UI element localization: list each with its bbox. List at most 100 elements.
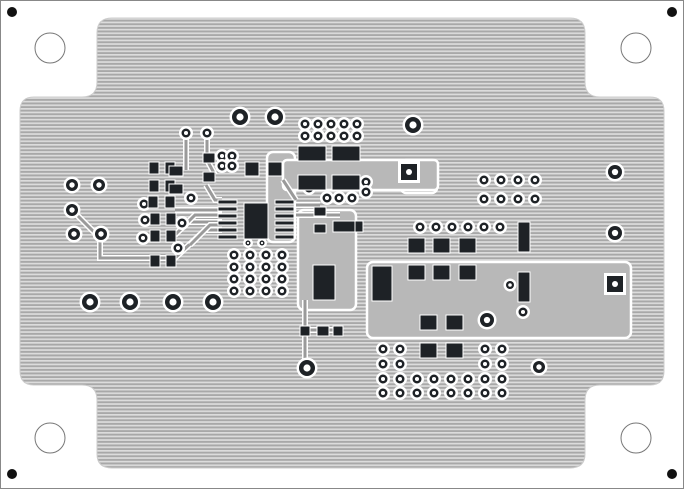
via-hole — [324, 195, 330, 201]
corner-marker-icon — [7, 7, 17, 17]
via-hole — [481, 224, 487, 230]
via-hole — [482, 346, 488, 352]
smd-pad — [517, 271, 531, 303]
smd-pad — [517, 221, 531, 253]
via-hole — [465, 390, 471, 396]
copper-island-outline — [365, 260, 633, 340]
trace — [281, 179, 298, 201]
via-hole — [71, 231, 77, 237]
via-hole — [363, 179, 369, 185]
smd-pad — [202, 171, 216, 183]
smd-pad — [217, 234, 238, 240]
via-hole — [328, 121, 334, 127]
smd-pad — [165, 229, 177, 243]
via-hole — [126, 298, 134, 306]
via-hole — [482, 361, 488, 367]
smd-pad — [458, 237, 477, 254]
via-hole — [433, 224, 439, 230]
corner-marker-icon — [667, 7, 677, 17]
via-hole — [271, 113, 279, 121]
smd-pad — [147, 195, 159, 209]
smd-pad — [445, 342, 464, 359]
via-hole — [204, 130, 210, 136]
via-hole — [263, 288, 269, 294]
via-hole — [431, 376, 437, 382]
via-hole — [414, 390, 420, 396]
via-hole — [417, 224, 423, 230]
via-hole — [349, 195, 355, 201]
via-hole — [247, 252, 253, 258]
mounting-hole-icon — [34, 422, 66, 454]
via-hole — [498, 177, 504, 183]
via-hole — [231, 276, 237, 282]
smd-pad — [217, 220, 238, 226]
via-hole — [499, 361, 505, 367]
smd-pad — [458, 264, 477, 281]
via-hole — [341, 121, 347, 127]
smd-pad — [354, 220, 364, 233]
smd-pad — [148, 179, 160, 193]
via-hole — [279, 264, 285, 270]
via-hole — [515, 177, 521, 183]
via-hole — [499, 390, 505, 396]
via-hole — [465, 224, 471, 230]
via-hole — [336, 195, 342, 201]
smd-pad — [165, 254, 177, 268]
via-hole — [497, 224, 503, 230]
corner-marker-icon — [7, 469, 17, 479]
via-hole — [499, 346, 505, 352]
via-hole — [508, 283, 512, 287]
via-hole — [209, 298, 217, 306]
via-hole — [141, 201, 147, 207]
smd-pad — [202, 152, 216, 164]
via-hole — [354, 121, 360, 127]
via-hole — [481, 177, 487, 183]
via-hole — [397, 390, 403, 396]
smd-pad — [149, 212, 161, 226]
via-hole — [236, 113, 244, 121]
via-hole — [465, 376, 471, 382]
via-hole — [431, 390, 437, 396]
via-hole — [532, 196, 538, 202]
via-hole — [380, 390, 386, 396]
via-hole — [231, 264, 237, 270]
via-hole — [86, 298, 94, 306]
smd-pad — [274, 227, 295, 233]
smd-pad — [217, 199, 238, 205]
via-hole — [169, 298, 177, 306]
smd-pad — [331, 174, 361, 191]
smd-pad — [168, 165, 184, 177]
smd-pad — [274, 199, 295, 205]
via-hole — [302, 121, 308, 127]
via-hole — [328, 133, 334, 139]
smd-pad — [244, 161, 260, 177]
via-hole — [279, 276, 285, 282]
via-hole — [279, 288, 285, 294]
smd-pad — [297, 145, 327, 162]
corner-marker-icon — [667, 469, 677, 479]
smd-pad — [419, 314, 438, 331]
via-hole — [219, 163, 225, 169]
via-hole — [142, 217, 148, 223]
via-hole — [229, 163, 235, 169]
via-hole — [449, 224, 455, 230]
smd-pad — [432, 264, 451, 281]
via-hole — [188, 195, 194, 201]
smd-pad — [316, 325, 330, 337]
via-hole — [481, 196, 487, 202]
via-hole — [611, 229, 619, 237]
via-hole — [315, 133, 321, 139]
via-hole — [536, 364, 542, 370]
via-hole — [482, 376, 488, 382]
via-hole — [354, 133, 360, 139]
smd-pad — [407, 264, 426, 281]
via-hole — [140, 235, 146, 241]
mounting-hole-icon — [620, 422, 652, 454]
mounting-hole-icon — [620, 32, 652, 64]
via-hole — [231, 252, 237, 258]
via-hole — [247, 264, 253, 270]
smd-pad — [148, 161, 160, 175]
via-hole — [532, 177, 538, 183]
smd-pad — [149, 254, 161, 268]
